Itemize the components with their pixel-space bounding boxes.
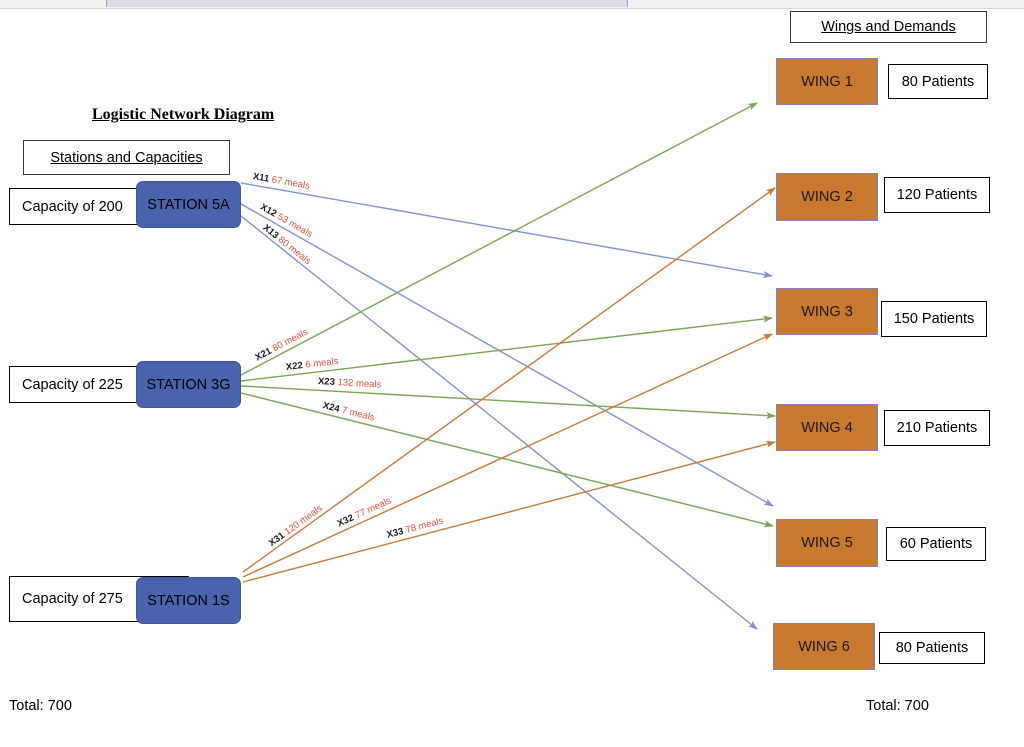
flow-variable: X33 [385, 526, 405, 542]
wing-node-2[interactable]: WING 2 [776, 173, 878, 221]
right-header-label: Wings and Demands [821, 19, 956, 35]
flow-amount: 67 meals [267, 173, 311, 192]
flow-label-x22: X22 6 meals [285, 355, 339, 372]
station-node-5a[interactable]: STATION 5A [136, 181, 241, 228]
flow-variable: X22 [285, 359, 304, 373]
right-header-box: Wings and Demands [790, 11, 987, 43]
demand-box-4: 210 Patients [884, 410, 990, 446]
demand-box-1: 80 Patients [888, 64, 988, 99]
flow-amount: 7 meals [338, 403, 377, 424]
wing-node-6[interactable]: WING 6 [773, 623, 875, 670]
flow-edge-x21 [240, 102, 758, 376]
flow-amount: 120 meals [280, 502, 325, 539]
flow-variable: X23 [318, 376, 336, 389]
flow-edge-x23 [240, 385, 776, 420]
total-demand-label: Total: 700 [866, 698, 929, 714]
flow-label-x33: X33 78 meals [385, 516, 444, 541]
flow-edge-x13 [240, 215, 758, 630]
flow-edge-x12 [240, 203, 774, 507]
demand-box-3: 150 Patients [881, 301, 987, 337]
flow-label-x21: X21 80 meals [254, 326, 311, 363]
flow-label-x11: X11 67 meals [252, 171, 311, 192]
flow-edge-x32 [242, 333, 773, 578]
flow-amount: 78 meals [401, 515, 445, 537]
flow-amount: 6 meals [302, 355, 340, 371]
flow-amount: 132 meals [334, 377, 383, 391]
horizontal-scrollbar[interactable] [0, 0, 1024, 9]
demand-box-2: 120 Patients [884, 177, 990, 213]
flow-label-x32: X32 77 meals [336, 496, 393, 530]
flow-amount: 77 meals [351, 495, 394, 523]
flow-amount: 80 meals [268, 326, 311, 356]
demand-box-6: 80 Patients [879, 632, 985, 664]
left-header-label: Stations and Capacities [50, 149, 203, 166]
station-node-3g[interactable]: STATION 3G [136, 361, 241, 408]
scrollbar-thumb[interactable] [106, 0, 628, 7]
wing-node-3[interactable]: WING 3 [776, 288, 878, 335]
station-node-1s[interactable]: STATION 1S [136, 577, 241, 624]
demand-box-5: 60 Patients [886, 527, 986, 561]
total-supply-label: Total: 700 [9, 698, 72, 714]
flow-label-x31: X31 120 meals [266, 503, 324, 549]
flow-label-x23: X23 132 meals [318, 376, 382, 391]
page-title: Logistic Network Diagram [92, 106, 275, 123]
flow-edge-x11 [240, 182, 773, 278]
wing-node-5[interactable]: WING 5 [776, 519, 878, 567]
wing-node-4[interactable]: WING 4 [776, 404, 878, 451]
left-header-box: Stations and Capacities [23, 140, 230, 175]
flow-edge-x22 [240, 315, 773, 382]
flow-label-x24: X24 7 meals [322, 400, 376, 423]
wing-node-1[interactable]: WING 1 [776, 58, 878, 105]
